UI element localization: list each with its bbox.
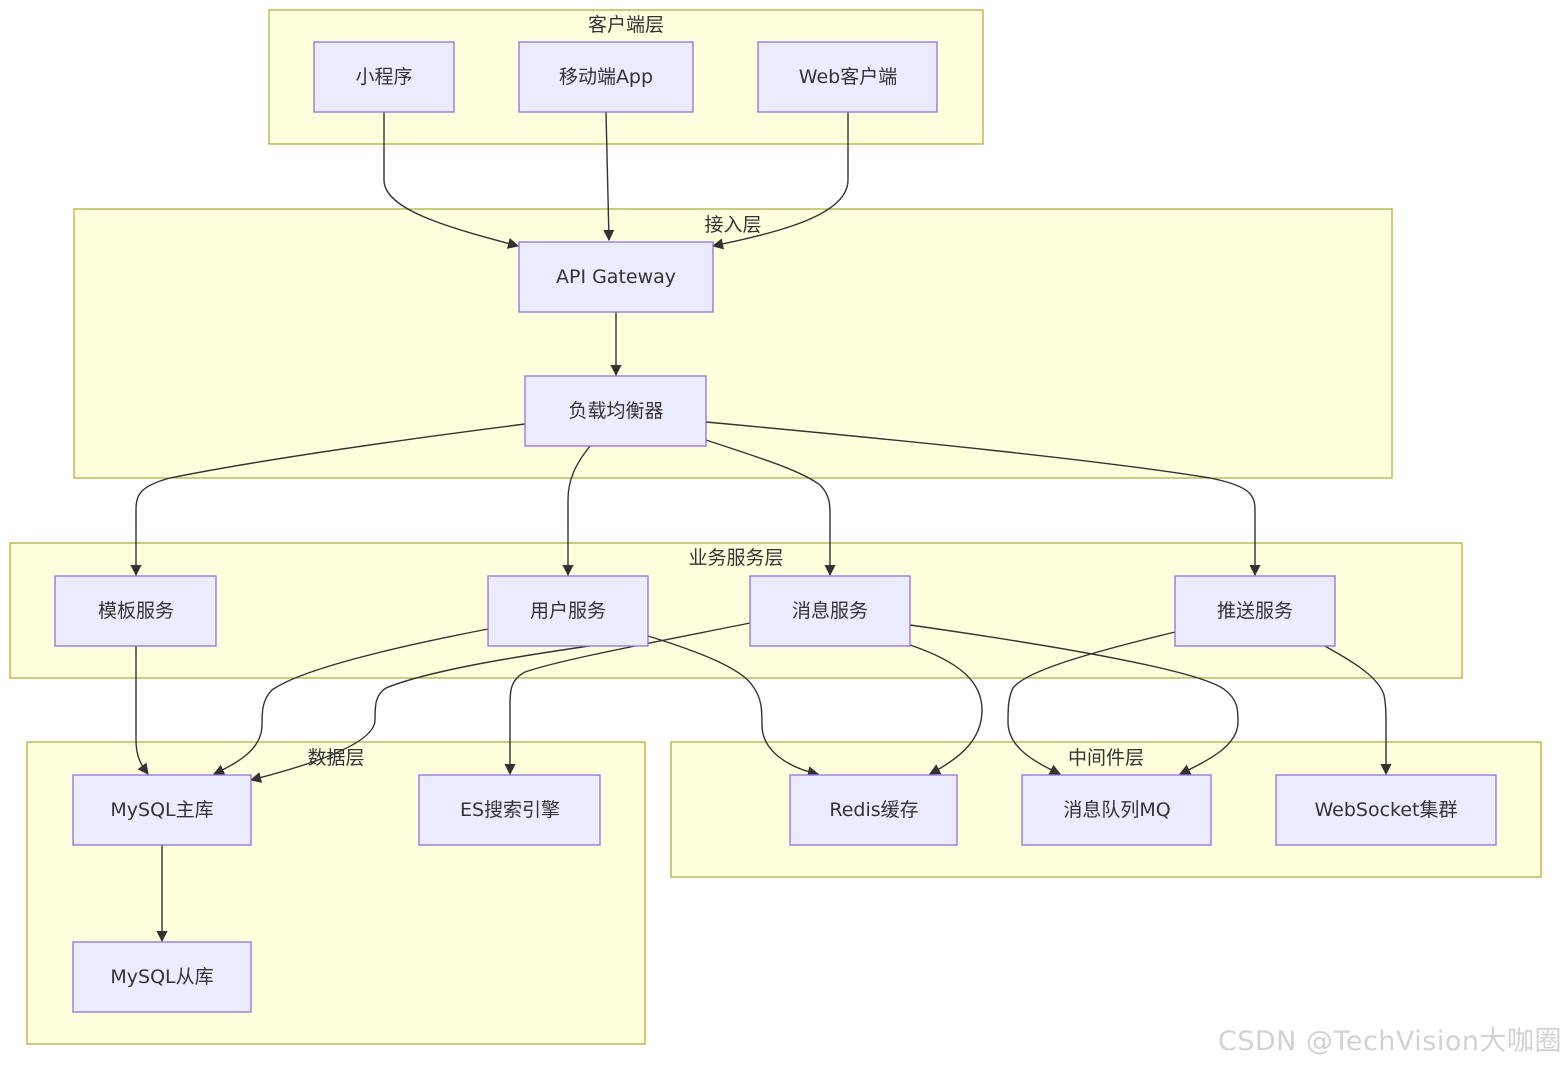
node-miniprogram-label: 小程序 — [355, 66, 412, 88]
edge-load-balancer-to-user-service — [562, 445, 591, 577]
node-message-service[interactable]: 消息服务 — [749, 575, 911, 647]
node-template-service-label: 模板服务 — [98, 600, 174, 622]
edge-message-service-to-es-search — [504, 622, 751, 776]
node-mysql-master-label: MySQL主库 — [110, 799, 213, 821]
cluster-client-layer-title: 客户端层 — [588, 14, 664, 36]
cluster-business-layer-title: 业务服务层 — [688, 547, 783, 569]
node-redis-cache-label: Redis缓存 — [829, 799, 918, 821]
node-user-service[interactable]: 用户服务 — [487, 575, 649, 647]
cluster-access-layer: 接入层 — [73, 208, 1393, 479]
edge-push-service-to-message-queue — [1007, 631, 1176, 775]
cluster-data-layer-title: 数据层 — [307, 747, 364, 769]
edge-load-balancer-to-template-service — [130, 423, 526, 577]
node-message-service-label: 消息服务 — [792, 600, 868, 622]
node-push-service-label: 推送服务 — [1217, 600, 1293, 622]
nodes: 小程序 移动端App Web客户端 API Gateway 负载均衡器 模板服务… — [54, 41, 1497, 1013]
node-api-gateway-label: API Gateway — [556, 266, 676, 288]
node-push-service[interactable]: 推送服务 — [1174, 575, 1336, 647]
edge-load-balancer-to-push-service — [705, 421, 1261, 577]
node-redis-cache[interactable]: Redis缓存 — [789, 774, 958, 846]
node-load-balancer[interactable]: 负载均衡器 — [524, 375, 707, 447]
node-load-balancer-label: 负载均衡器 — [568, 400, 663, 422]
node-message-queue[interactable]: 消息队列MQ — [1021, 774, 1212, 846]
cluster-middleware-layer-title: 中间件层 — [1068, 747, 1144, 769]
node-websocket-cluster[interactable]: WebSocket集群 — [1275, 774, 1497, 846]
node-mysql-slave-label: MySQL从库 — [110, 966, 213, 988]
edge-user-service-to-mysql-master — [212, 628, 489, 775]
node-mysql-master[interactable]: MySQL主库 — [72, 774, 252, 846]
edge-web-client-to-api-gateway — [711, 112, 849, 250]
edge-message-service-to-mysql-master — [249, 644, 597, 783]
node-template-service[interactable]: 模板服务 — [54, 575, 217, 647]
edge-message-service-to-message-queue — [909, 624, 1239, 775]
node-web-client[interactable]: Web客户端 — [757, 41, 938, 113]
edge-mobile-app-to-api-gateway — [603, 111, 615, 242]
node-es-search[interactable]: ES搜索引擎 — [418, 774, 601, 846]
node-user-service-label: 用户服务 — [530, 600, 606, 622]
node-mysql-slave[interactable]: MySQL从库 — [72, 941, 252, 1013]
node-message-queue-label: 消息队列MQ — [1063, 799, 1170, 821]
node-mobile-app[interactable]: 移动端App — [518, 41, 694, 113]
edge-push-service-to-websocket-cluster — [1322, 644, 1392, 776]
node-miniprogram[interactable]: 小程序 — [313, 41, 455, 113]
edge-load-balancer-to-message-service — [705, 439, 836, 577]
node-mobile-app-label: 移动端App — [559, 66, 653, 88]
edge-message-service-to-redis-cache — [909, 644, 983, 775]
node-websocket-cluster-label: WebSocket集群 — [1314, 799, 1457, 821]
edge-template-service-to-mysql-master — [135, 645, 149, 775]
node-web-client-label: Web客户端 — [799, 66, 897, 88]
edge-miniprogram-to-api-gateway — [383, 112, 520, 249]
edge-user-service-to-redis-cache — [647, 635, 820, 778]
node-api-gateway[interactable]: API Gateway — [518, 241, 714, 313]
node-es-search-label: ES搜索引擎 — [460, 799, 560, 821]
cluster-access-layer-title: 接入层 — [704, 214, 761, 236]
edges — [130, 111, 1392, 943]
watermark: CSDN @TechVision大咖圈 — [1217, 1026, 1562, 1057]
